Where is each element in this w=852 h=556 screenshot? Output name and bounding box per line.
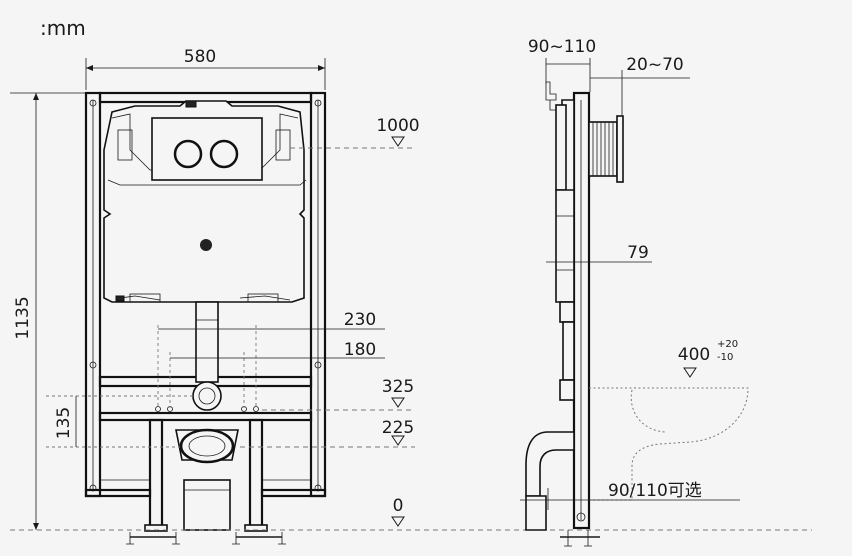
unit-label: :mm — [40, 16, 86, 40]
wall-range: 20~70 — [626, 55, 684, 75]
level-325: 325 — [382, 377, 414, 397]
side-view: 90~110 20~70 — [520, 37, 749, 547]
pipe-ribs — [592, 122, 614, 176]
dim-height: 1135 — [13, 296, 33, 339]
front-view: 580 1135 — [10, 47, 812, 545]
spacing-180: 180 — [344, 340, 376, 360]
height-400: 400 — [678, 345, 710, 365]
offset-135: 135 — [54, 407, 74, 439]
spacing-230: 230 — [344, 310, 376, 330]
level-225: 225 — [382, 418, 414, 438]
depth-range: 90~110 — [528, 37, 596, 57]
depth-79: 79 — [627, 243, 649, 263]
tolerance-plus: +20 — [717, 339, 738, 350]
dim-width: 580 — [184, 47, 216, 67]
level-1000: 1000 — [376, 116, 419, 136]
tolerance-minus: -10 — [717, 352, 733, 363]
floor-0: 0 — [393, 496, 404, 516]
pipe-option: 90/110可选 — [608, 481, 702, 501]
